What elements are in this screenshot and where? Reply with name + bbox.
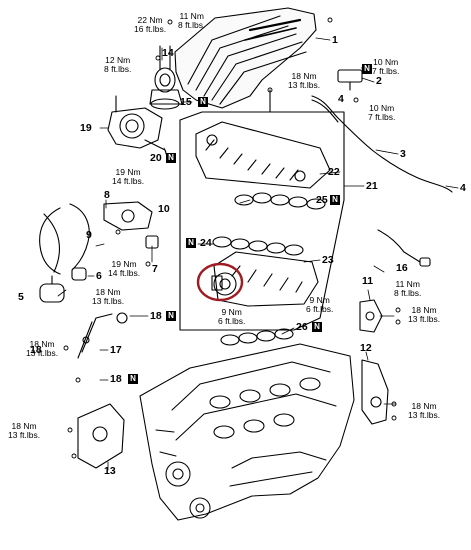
bracket-12-part xyxy=(361,359,389,425)
callout-5: 5 xyxy=(18,291,24,303)
bracket-11-part xyxy=(359,299,383,333)
throttle-assembly-part xyxy=(107,95,169,161)
sensor-16-part xyxy=(377,229,421,263)
gasket-24 xyxy=(212,236,304,256)
callout-14: 14 xyxy=(162,47,174,59)
sensor-part xyxy=(337,69,363,91)
vacuum-hose-part xyxy=(311,95,453,193)
callout-22: 22 xyxy=(328,166,340,178)
callout-18a: 18 xyxy=(150,310,162,322)
callout-26: 26 xyxy=(296,321,308,333)
highlighted-component xyxy=(211,272,237,296)
gasket-26 xyxy=(220,328,294,346)
bracket-13-part xyxy=(77,403,125,469)
gasket-25 xyxy=(234,192,326,210)
n-badge-18a: N xyxy=(166,311,176,321)
callout-2: 2 xyxy=(376,75,382,87)
manifold-box xyxy=(179,111,345,331)
valve-6-part xyxy=(71,267,87,281)
n-badge-2: N xyxy=(362,64,372,74)
callout-18c: 18 xyxy=(30,344,42,356)
callout-21: 21 xyxy=(366,180,378,192)
n-badge-20: N xyxy=(166,153,176,163)
canister-5-part xyxy=(39,275,65,303)
callout-16: 16 xyxy=(396,262,408,274)
upper-manifold-part xyxy=(195,121,331,189)
callout-17: 17 xyxy=(110,344,122,356)
callout-4: 4 xyxy=(338,93,344,105)
highlight-circle xyxy=(196,262,244,302)
callout-24: 24 xyxy=(200,237,212,249)
callout-15: 15 xyxy=(180,96,192,108)
n-badge-18b: N xyxy=(128,374,138,384)
callout-12: 12 xyxy=(360,342,372,354)
callout-3: 3 xyxy=(400,148,406,160)
n-badge-15: N xyxy=(198,97,208,107)
callout-20: 20 xyxy=(150,152,162,164)
engine-block-part xyxy=(139,343,355,521)
callout-23: 23 xyxy=(322,254,334,266)
callout-19: 19 xyxy=(80,122,92,134)
leader-lines xyxy=(57,37,459,471)
callout-13: 13 xyxy=(104,465,116,477)
callout-8: 8 xyxy=(104,189,110,201)
callout-25: 25 xyxy=(316,194,328,206)
n-badge-24: N xyxy=(186,238,196,248)
callout-9: 9 xyxy=(86,229,92,241)
callout-18b: 18 xyxy=(110,373,122,385)
callout-1: 1 xyxy=(332,34,338,46)
n-badge-25: N xyxy=(330,195,340,205)
callout-6: 6 xyxy=(96,270,102,282)
callout-7: 7 xyxy=(152,263,158,275)
callout-10: 10 xyxy=(158,203,170,215)
n-badge-26: N xyxy=(312,322,322,332)
plenum-cover-part xyxy=(174,7,317,109)
hose-9-part xyxy=(39,203,90,275)
pipe-17-part xyxy=(77,312,128,359)
callout-11: 11 xyxy=(362,275,374,287)
callout-4b: 4 xyxy=(460,182,466,194)
bracket-10-part xyxy=(103,201,153,231)
